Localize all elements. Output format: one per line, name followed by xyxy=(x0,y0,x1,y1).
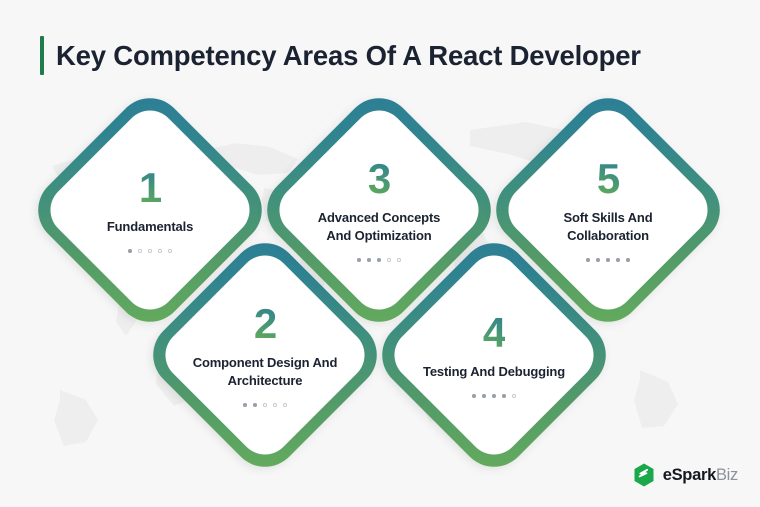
progress-dot xyxy=(387,257,391,262)
progress-dot xyxy=(367,257,371,262)
progress-dot xyxy=(512,394,516,398)
progress-dot xyxy=(397,257,401,262)
progress-dot xyxy=(502,394,506,398)
node-number: 5 xyxy=(596,155,620,203)
node-label: Soft Skills And Collaboration xyxy=(563,210,653,243)
progress-dot xyxy=(263,402,267,407)
esparkbiz-hexagon-logo-icon xyxy=(634,463,654,487)
node-label: Fundamentals xyxy=(106,219,194,235)
progress-dot xyxy=(606,257,610,262)
progress-dot xyxy=(626,257,630,262)
node-number: 2 xyxy=(253,300,277,348)
progress-dot xyxy=(472,394,476,398)
node-label: Testing And Debugging xyxy=(423,364,565,380)
brand-name-primary: eSpark xyxy=(662,465,717,484)
node-number: 3 xyxy=(367,155,391,203)
progress-dot xyxy=(158,249,162,253)
node-label: Component Design And Architecture xyxy=(192,355,338,388)
progress-dot xyxy=(243,402,247,407)
node-label: Advanced Concepts And Optimization xyxy=(317,210,441,243)
progress-dot xyxy=(128,249,132,253)
progress-dot xyxy=(482,394,486,398)
progress-dot xyxy=(586,257,590,262)
progress-dot xyxy=(616,257,620,262)
node-number: 1 xyxy=(138,164,162,212)
progress-dot xyxy=(357,257,361,262)
node-number: 4 xyxy=(482,309,506,357)
competency-node-5[interactable]: 5 Soft Skills And Collaboration xyxy=(482,84,734,336)
node-progress-dots xyxy=(586,257,630,262)
brand-name-secondary: Biz xyxy=(715,465,738,484)
page-header: Key Competency Areas Of A React Develope… xyxy=(40,36,641,76)
progress-dot xyxy=(596,257,600,262)
progress-dot xyxy=(492,394,496,398)
progress-dot xyxy=(148,249,152,253)
progress-dot xyxy=(168,249,172,253)
node-progress-dots xyxy=(128,249,172,253)
brand-wordmark: eSparkBiz xyxy=(662,465,739,485)
title-accent-bar xyxy=(40,36,44,76)
node-progress-dots xyxy=(243,402,287,407)
progress-dot xyxy=(273,402,277,407)
page-title: Key Competency Areas Of A React Develope… xyxy=(56,40,641,71)
progress-dot xyxy=(253,402,257,407)
progress-dot xyxy=(138,249,142,253)
progress-dot xyxy=(377,257,381,262)
node-progress-dots xyxy=(357,257,401,262)
node-progress-dots xyxy=(472,394,516,398)
brand-logo: eSparkBiz xyxy=(633,463,738,487)
progress-dot xyxy=(283,402,287,407)
